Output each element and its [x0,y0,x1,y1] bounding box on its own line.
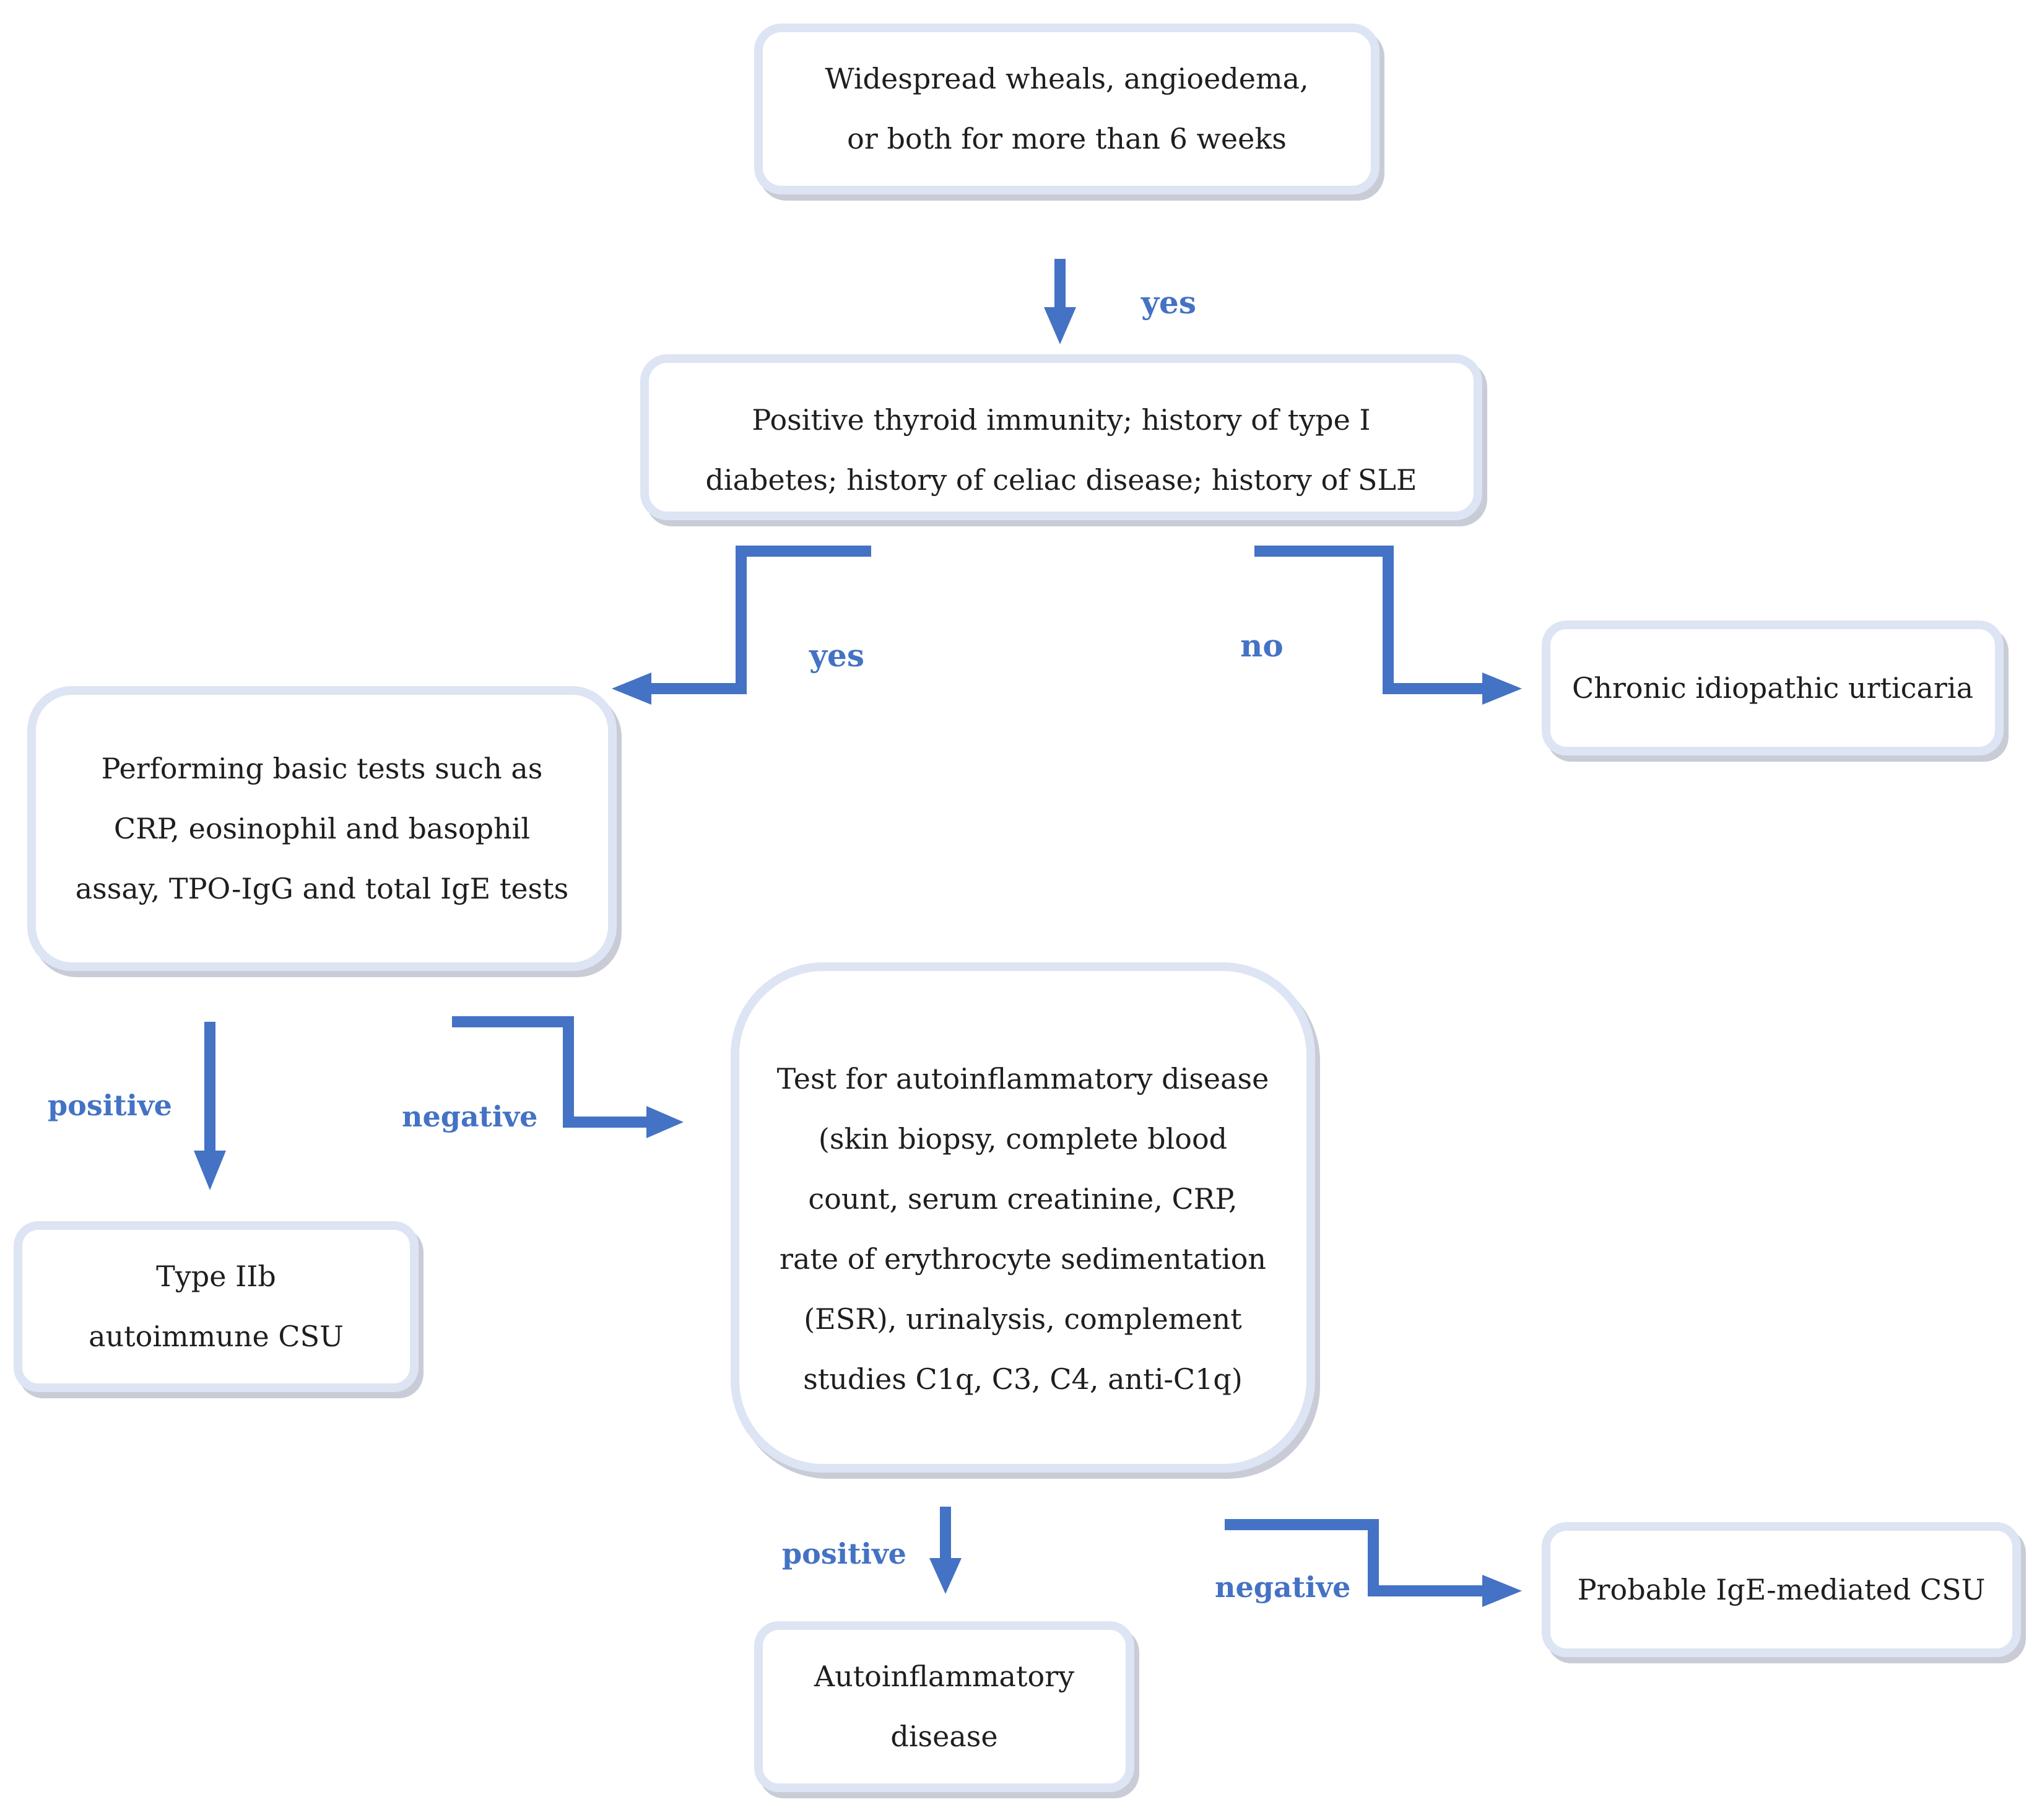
node-autoinflammatory-test: Test for autoinflammatory disease (skin … [731,962,1315,1473]
arrowhead-autoinflammatory-negative [1482,1575,1522,1607]
node-history: Positive thyroid immunity; history of ty… [640,354,1482,520]
arrow-history-no [1254,546,1484,694]
arrowhead-autoinflammatory-positive [929,1558,962,1594]
node-autoinflammatory-disease: Autoinflammatory disease [754,1621,1134,1792]
node-ige-mediated-text: Probable IgE-mediated CSU [1577,1572,1986,1606]
label-start-to-history: yes [1141,284,1197,321]
arrow-autoinflammatory-negative [1225,1519,1484,1596]
node-start: Widespread wheals, angioedema, or both f… [754,24,1379,194]
arrowhead-history-yes [612,673,651,705]
node-chronic-idiopathic-text: Chronic idiopathic urticaria [1572,671,1973,705]
arrowhead-history-no [1482,673,1522,705]
label-history-no: no [1240,627,1284,664]
node-basic-tests: Performing basic tests such as CRP, eosi… [27,686,617,971]
label-autoinflammatory-positive: positive [782,1537,906,1570]
node-type-iib-text: Type IIb autoimmune CSU [89,1260,344,1353]
arrow-history-yes [650,546,871,694]
arrowhead-tests-negative [646,1106,684,1138]
label-autoinflammatory-negative: negative [1215,1570,1351,1604]
node-start-text: Widespread wheals, angioedema, or both f… [825,62,1309,155]
arrowhead-start-to-history [1044,307,1076,344]
node-autoinflammatory-test-text: Test for autoinflammatory disease (skin … [776,1062,1269,1396]
node-chronic-idiopathic: Chronic idiopathic urticaria [1542,620,2004,755]
label-tests-positive: positive [48,1089,172,1122]
node-autoinflammatory-disease-text: Autoinflammatory disease [814,1660,1075,1753]
node-history-text: Positive thyroid immunity; history of ty… [705,403,1417,497]
arrowhead-tests-positive [194,1151,226,1190]
arrow-tests-negative [452,1016,648,1128]
label-tests-negative: negative [402,1100,538,1133]
label-history-yes: yes [809,637,865,674]
node-type-iib: Type IIb autoimmune CSU [14,1221,419,1392]
node-basic-tests-text: Performing basic tests such as CRP, eosi… [75,751,569,905]
node-ige-mediated: Probable IgE-mediated CSU [1542,1522,2021,1657]
